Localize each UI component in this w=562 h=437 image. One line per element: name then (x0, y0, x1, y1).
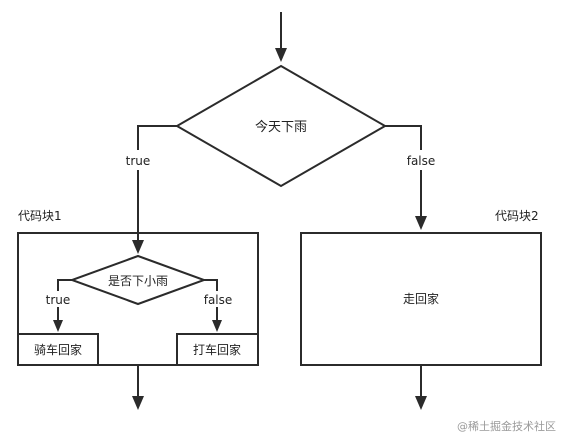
entry-arrow (275, 12, 287, 62)
ride-home-box: 骑车回家 (17, 333, 99, 366)
inner-false-label: false (204, 293, 233, 307)
block2-exit-arrow (415, 365, 427, 410)
inner-false-branch (204, 279, 222, 332)
outer-true-branch (132, 125, 177, 254)
false-label-bg (403, 150, 441, 170)
watermark: @稀土掘金技术社区 (457, 419, 556, 433)
outer-false-branch (385, 125, 427, 230)
walk-home-label: 走回家 (403, 291, 439, 306)
inner-true-label: true (46, 293, 71, 307)
inner-decision-label: 是否下小雨 (108, 274, 168, 288)
outer-decision: 今天下雨 (174, 64, 388, 188)
inner-false-label-bg (200, 291, 236, 307)
inner-decision: 是否下小雨 (69, 254, 207, 306)
outer-true-label: true (126, 154, 151, 168)
true-label-bg (122, 150, 156, 170)
block1-label: 代码块1 (18, 209, 62, 223)
block1-exit-arrow (132, 365, 144, 410)
ride-home-label: 骑车回家 (34, 342, 82, 357)
block2-label: 代码块2 (495, 209, 539, 223)
inner-true-branch (53, 279, 72, 332)
outer-false-label: false (407, 154, 436, 168)
inner-true-label-bg (44, 291, 74, 307)
outer-decision-label: 今天下雨 (255, 119, 307, 135)
walk-home-box: 走回家 (300, 232, 542, 366)
taxi-home-box: 打车回家 (176, 333, 259, 366)
taxi-home-label: 打车回家 (193, 342, 241, 357)
